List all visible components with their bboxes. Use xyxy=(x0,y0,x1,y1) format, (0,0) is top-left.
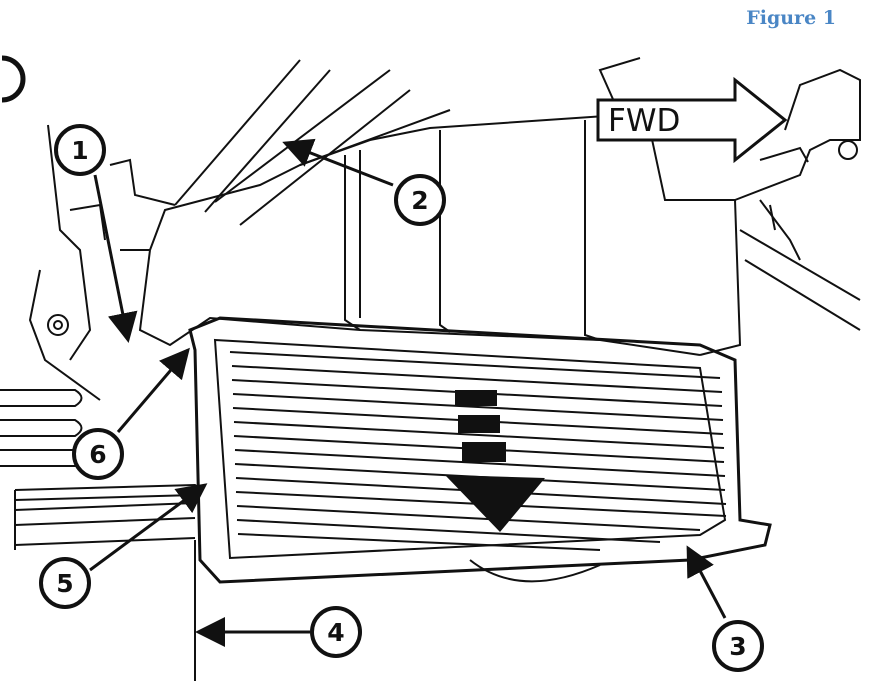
callout-1-number: 1 xyxy=(71,136,88,165)
fwd-label: FWD xyxy=(608,103,680,139)
forward-direction-arrow: FWD xyxy=(596,76,788,164)
callout-4-number: 4 xyxy=(327,618,344,647)
callout-1: 1 xyxy=(54,124,106,176)
callout-2: 2 xyxy=(394,174,446,226)
callout-6-number: 6 xyxy=(89,440,106,469)
callout-5-number: 5 xyxy=(56,569,73,598)
leader-lines xyxy=(89,138,727,647)
housing xyxy=(120,113,742,356)
callout-3: 3 xyxy=(712,620,764,672)
callout-2-number: 2 xyxy=(411,186,428,215)
insertion-direction-arrow xyxy=(445,390,545,532)
callout-5: 5 xyxy=(39,557,91,609)
left-bracket xyxy=(28,124,176,401)
figure-caption: Figure 1 xyxy=(746,7,836,29)
partial-ring-shape xyxy=(1,55,26,103)
callout-3-number: 3 xyxy=(729,632,746,661)
callout-6: 6 xyxy=(72,428,124,480)
callout-4: 4 xyxy=(310,606,362,658)
